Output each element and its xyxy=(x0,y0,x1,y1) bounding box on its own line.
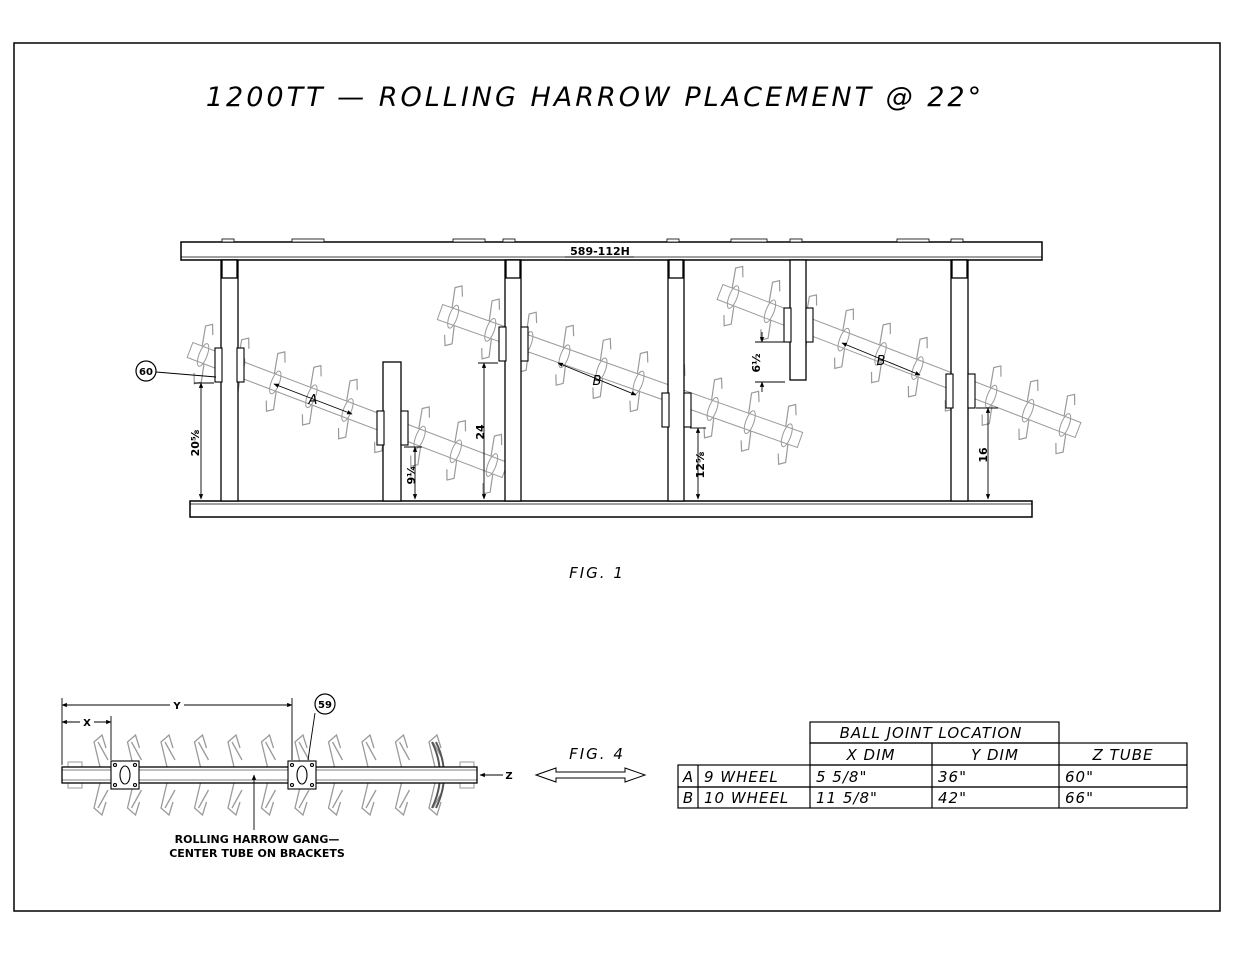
harrow-gang xyxy=(436,285,804,466)
top-frame-tube xyxy=(180,241,1043,261)
frame-part-number: 589-112H xyxy=(570,245,630,258)
row-a-y: 36" xyxy=(938,768,967,786)
row-a-z: 60" xyxy=(1065,768,1094,786)
row-b-z: 66" xyxy=(1065,789,1094,807)
mount-brackets xyxy=(214,307,976,446)
row-b-x: 11 5/8" xyxy=(816,789,878,807)
header-x-dim: X DIM xyxy=(846,746,896,764)
row-a-key: A xyxy=(682,768,693,786)
table-caption: BALL JOINT LOCATION xyxy=(840,724,1023,742)
gang-label-b2: B xyxy=(877,354,886,369)
gang-wheel xyxy=(327,733,344,817)
gang-wheel xyxy=(294,733,310,817)
ball-joint-table: BALL JOINT LOCATION X DIM Y DIM Z TUBE A… xyxy=(677,721,1188,809)
gang-wheel xyxy=(227,733,243,817)
center-tube xyxy=(61,766,478,784)
callout-59 xyxy=(314,693,336,715)
fig1-frame-view: 589-112H xyxy=(135,238,1082,582)
fig4-label: FIG. 4 xyxy=(569,745,625,763)
gang-wheels xyxy=(67,733,475,817)
frame-posts xyxy=(220,259,969,502)
dim-6-1-2: 6½ xyxy=(750,353,763,372)
note-line-1: ROLLING HARROW GANG— xyxy=(175,833,340,846)
dim-16: 16 xyxy=(977,447,990,463)
dim-24: 24 xyxy=(474,424,487,440)
fig4-double-arrow xyxy=(534,767,647,783)
bottom-frame-tube xyxy=(189,500,1033,518)
fig1-label: FIG. 1 xyxy=(569,564,625,582)
callout-59-text: 59 xyxy=(318,700,332,711)
table-row-a: A 9 WHEEL 5 5/8" 36" 60" xyxy=(682,768,1094,786)
dimension-lines xyxy=(194,332,998,500)
gang-wheel xyxy=(126,733,143,817)
callout-60-text: 60 xyxy=(139,367,153,378)
sheet-border xyxy=(13,42,1221,912)
header-z-tube: Z TUBE xyxy=(1092,746,1154,764)
row-b-key: B xyxy=(683,789,693,807)
row-a-x: 5 5/8" xyxy=(816,768,867,786)
page-title: 1200TT — ROLLING HARROW PLACEMENT @ 22° xyxy=(206,82,984,113)
tube-brackets xyxy=(110,760,317,790)
callout-60 xyxy=(135,360,157,382)
table-row-b: B 10 WHEEL 11 5/8" 42" 66" xyxy=(683,789,1094,807)
dim-12-5-8: 12⅝ xyxy=(694,452,707,479)
gang-wheel xyxy=(193,733,210,817)
gang-wheel xyxy=(361,733,377,817)
dim-20-5-8: 20⅝ xyxy=(189,430,202,457)
gang-wheel xyxy=(260,733,277,817)
top-tube-brackets xyxy=(221,238,964,243)
row-a-desc: 9 WHEEL xyxy=(704,768,779,786)
gang-label-a: A xyxy=(308,393,318,408)
gang-wheel xyxy=(160,733,176,817)
dim-x-label: X xyxy=(83,718,91,729)
row-b-desc: 10 WHEEL xyxy=(704,789,789,807)
gang-label-b1: B xyxy=(593,374,602,389)
harrow-gang xyxy=(716,265,1082,455)
dim-z-label: Z xyxy=(505,771,512,782)
dim-y-label: Y xyxy=(172,701,181,712)
header-y-dim: Y DIM xyxy=(971,746,1019,764)
gang-wheel xyxy=(93,733,109,817)
row-b-y: 42" xyxy=(938,789,967,807)
fig4-gang-view: Y X Z 59 ROLLING HARROW GANG— CENTER TUB… xyxy=(61,693,647,860)
gang-wheel xyxy=(394,733,411,817)
dim-9-1-4: 9¼ xyxy=(405,465,418,484)
note-line-2: CENTER TUBE ON BRACKETS xyxy=(169,847,345,860)
